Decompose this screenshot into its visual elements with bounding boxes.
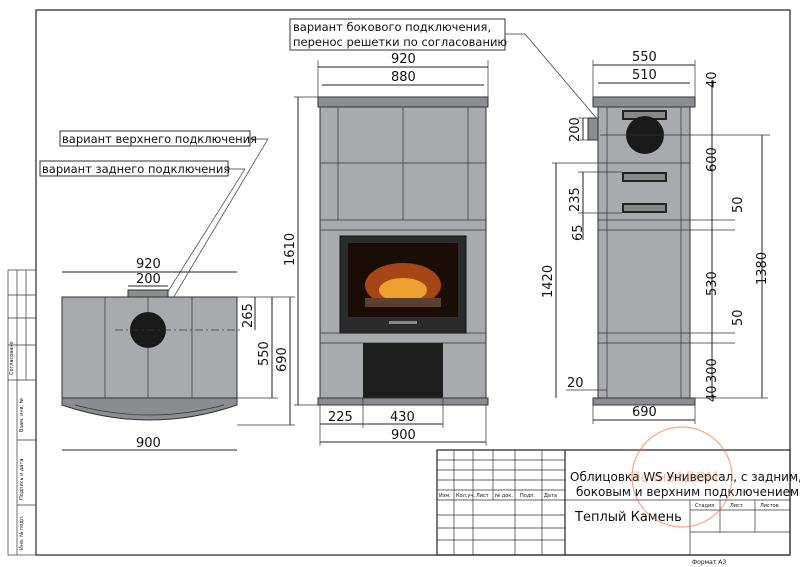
dim-550: 550 [632,50,657,65]
side-view: 550 510 40 600 530 300 40 50 50 1380 142… [541,50,770,424]
dim-235: 235 [568,187,583,212]
sheets-header: Листов [760,503,779,509]
dim-225: 225 [328,410,353,425]
dim-920: 920 [136,257,161,272]
title-block: Изм. Кол.уч. Лист № док. Подп. Дата Стад… [436,449,800,566]
callout-rear-connection: вариант заднего подключения [39,160,246,321]
col-header: Лист [476,493,489,499]
callout-top-text: вариант верхнего подключения [62,132,257,146]
callout-side-text-2: перенос решетки по согласованию [293,35,507,49]
svg-text:ПечнойДОМ: ПечнойДОМ [630,470,718,486]
dim-1610: 1610 [283,233,298,266]
callout-rear-text: вариант заднего подключения [42,162,230,176]
bottom-niche [363,343,443,398]
dim-1380: 1380 [755,252,770,285]
dim-550: 550 [257,341,272,366]
vent-grille [622,110,667,120]
dim-880: 880 [391,70,416,85]
dim-430: 430 [390,410,415,425]
dim-690: 690 [275,347,290,372]
dim-900: 900 [136,436,161,451]
dim-600: 600 [705,147,720,172]
dim-40-top: 40 [705,71,720,88]
sheet-format: Формат А3 [692,559,726,566]
col-header: Дата [544,493,557,499]
vent-grille [622,172,667,182]
col-header: Изм. [439,493,451,499]
dim-65: 65 [571,224,586,241]
dim-40-bottom: 40 [705,385,720,402]
top-view: 920 200 900 265 550 690 [61,257,295,451]
dim-300: 300 [705,358,720,383]
stage-header: Стадия [695,503,714,509]
dim-50-b: 50 [731,309,746,326]
stamp-sign-date: Подпись и дата [19,459,25,500]
dim-900: 900 [391,428,416,443]
callout-top-connection: вариант верхнего подключения [59,130,269,321]
dim-200: 200 [568,117,583,142]
stamp-replace-inv: Взам. инв. № [19,397,25,432]
col-header: Кол.уч. [456,493,475,499]
watermark-logo: ПечнойДОМ [630,426,733,528]
dim-20: 20 [567,376,584,391]
dim-530: 530 [705,271,720,296]
vent-grille [622,203,667,213]
dim-200: 200 [136,272,161,287]
company-name: Теплый Камень [574,510,682,525]
drawing-title-line2: боковым и верхним подключением [576,485,799,499]
sheet-header: Лист [730,503,743,509]
col-header: Подп. [520,493,536,499]
dim-510: 510 [632,68,657,83]
dim-920: 920 [391,52,416,67]
front-view: 920 880 1610 225 430 900 [283,52,489,446]
dim-265: 265 [241,303,256,328]
stamp-agreed: Согласовано [9,341,15,375]
side-stamp: Согласовано Взам. инв. № Подпись и дата … [7,269,37,556]
col-header: № док. [495,493,513,499]
stamp-inv-orig: Инв. № подл. [19,515,25,550]
dim-50-a: 50 [731,196,746,213]
callout-side-text-1: вариант бокового подключения, [293,20,491,34]
dim-1420: 1420 [541,265,556,298]
callout-side-connection: вариант бокового подключения, перенос ре… [289,18,599,121]
drawing-title-line1: Облицовка WS Универсал, с задним, [570,470,800,484]
dim-690: 690 [632,405,657,420]
